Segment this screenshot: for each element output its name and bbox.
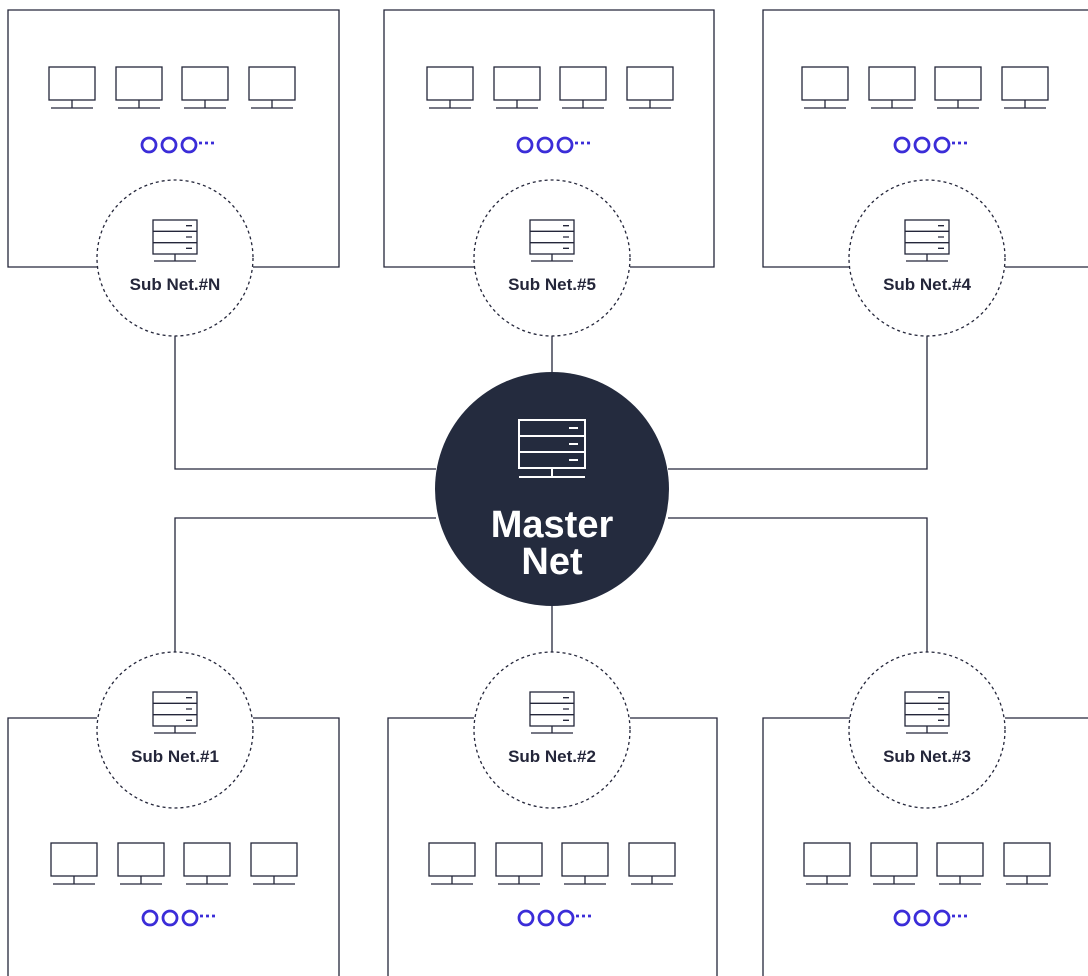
monitor-icon: [801, 66, 849, 109]
link-subnet-4: [668, 336, 928, 470]
monitor-icon: [48, 66, 96, 109]
more-devices-indicator: [517, 909, 591, 927]
link-subnet-n: [174, 336, 436, 470]
master-label-line2: Net: [521, 541, 583, 583]
subnet-box-4: [762, 9, 1088, 268]
subnet-box-n: [7, 9, 340, 268]
monitor-icon: [1003, 842, 1051, 885]
server-icon: [518, 419, 586, 478]
monitor-icon: [803, 842, 851, 885]
more-devices-indicator: [516, 136, 590, 154]
monitor-icon: [559, 66, 607, 109]
subnet-label-3: Sub Net.#3: [883, 747, 971, 766]
monitor-icon: [248, 66, 296, 109]
more-devices-indicator: [141, 909, 215, 927]
subnet-servers: [152, 219, 950, 734]
monitor-icon: [115, 66, 163, 109]
server-icon: [152, 691, 198, 734]
monitor-icon: [628, 842, 676, 885]
master-circle: [435, 372, 669, 606]
subnet-box-3: [762, 717, 1088, 976]
monitor-icon: [250, 842, 298, 885]
server-icon: [152, 219, 198, 262]
subnet-box-1: [7, 717, 340, 976]
monitor-icon: [626, 66, 674, 109]
master-label-line1: Master: [491, 504, 614, 546]
monitor-icon: [428, 842, 476, 885]
server-icon: [529, 219, 575, 262]
monitor-icon: [1001, 66, 1049, 109]
subnet-box-5: [383, 9, 715, 268]
monitor-icon: [868, 66, 916, 109]
monitor-icon: [936, 842, 984, 885]
monitor-icon: [183, 842, 231, 885]
more-devices-indicator: [893, 136, 967, 154]
subnet-label-n: Sub Net.#N: [130, 275, 221, 294]
monitor-icon: [181, 66, 229, 109]
subnet-label-2: Sub Net.#2: [508, 747, 596, 766]
monitor-icon: [50, 842, 98, 885]
monitor-icon: [495, 842, 543, 885]
more-devices: [140, 136, 967, 927]
monitor-icon: [117, 842, 165, 885]
server-icon: [529, 691, 575, 734]
monitor-icon: [934, 66, 982, 109]
subnet-box-2: [387, 717, 718, 976]
monitor-icon: [493, 66, 541, 109]
devices: [48, 66, 1051, 885]
subnet-label-1: Sub Net.#1: [131, 747, 219, 766]
monitor-icon: [561, 842, 609, 885]
connectors: [174, 336, 928, 652]
link-subnet-3: [668, 517, 928, 652]
server-icon: [904, 219, 950, 262]
link-subnet-1: [174, 517, 436, 652]
monitor-icon: [426, 66, 474, 109]
monitor-icon: [870, 842, 918, 885]
server-icon: [904, 691, 950, 734]
subnet-label-5: Sub Net.#5: [508, 275, 596, 294]
more-devices-indicator: [140, 136, 214, 154]
subnet-boxes: [7, 9, 1088, 976]
subnet-label-4: Sub Net.#4: [883, 275, 971, 294]
master-node: Master Net: [435, 372, 669, 606]
more-devices-indicator: [893, 909, 967, 927]
